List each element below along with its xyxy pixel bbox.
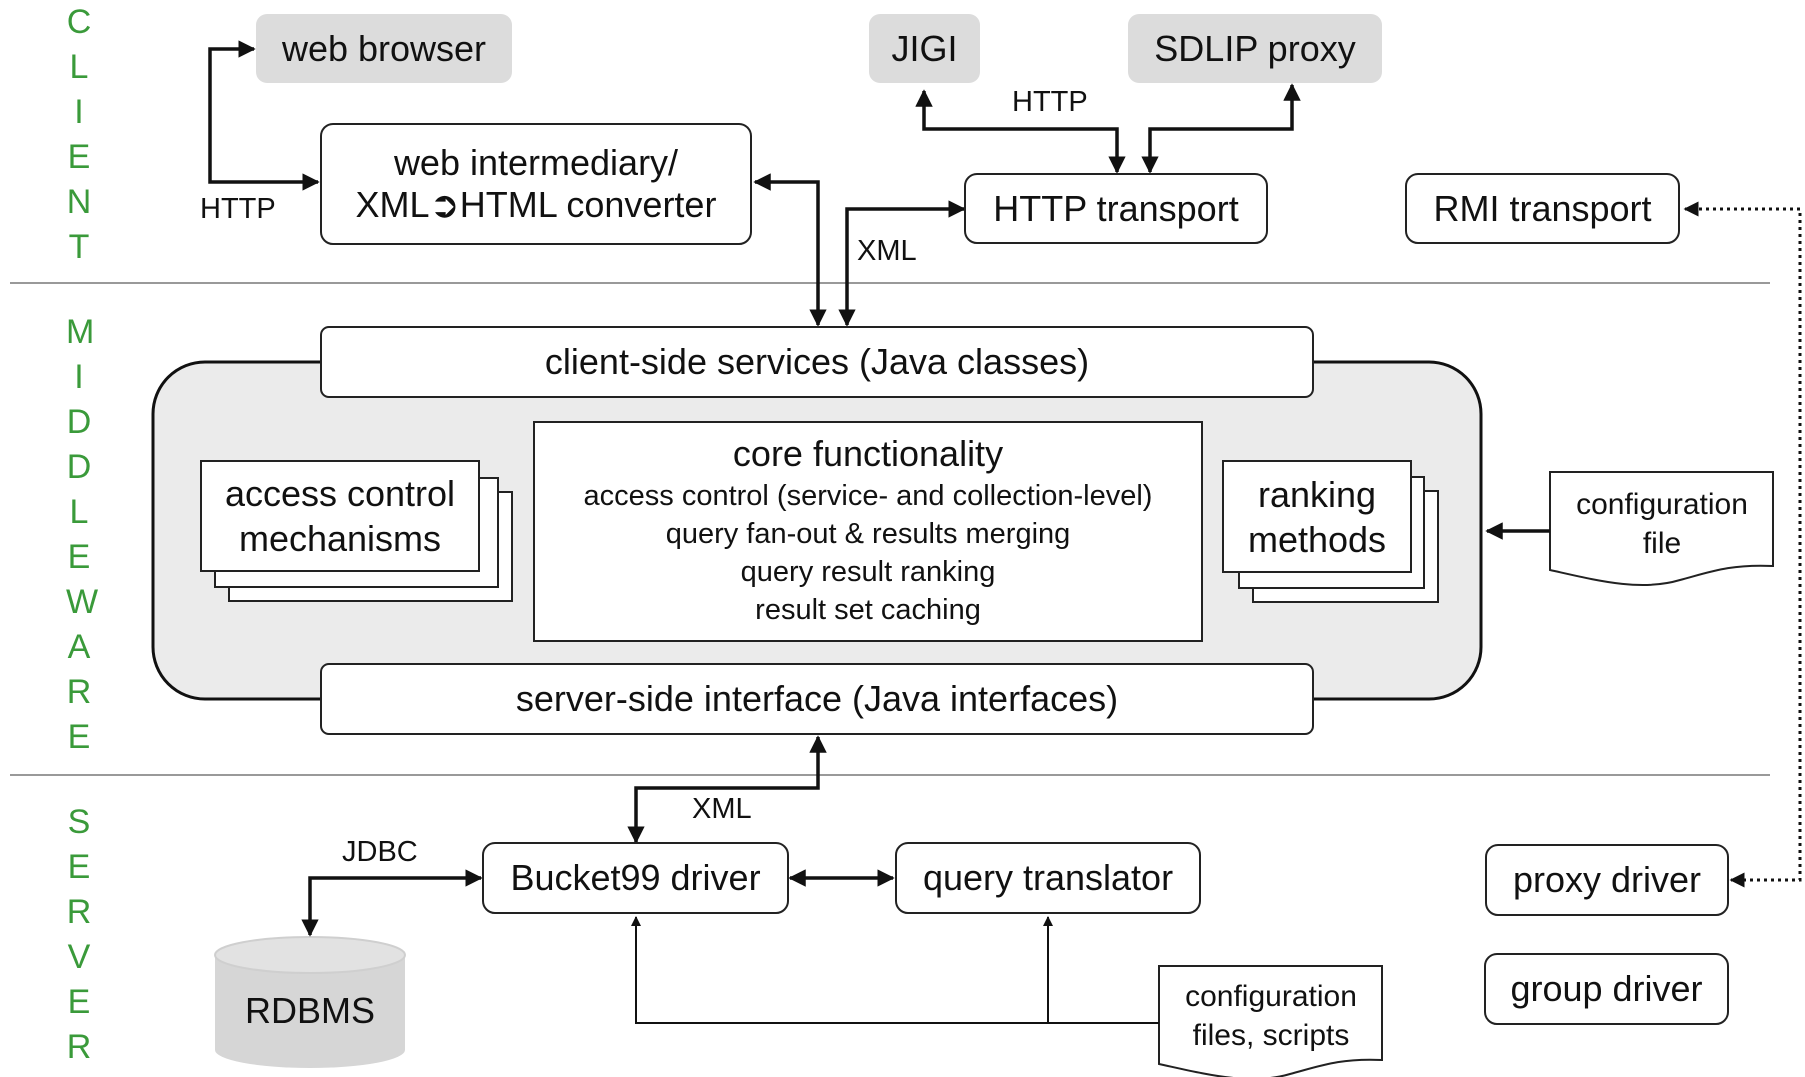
server-side-interface-label: server-side interface (Java interfaces) (515, 678, 1119, 719)
ranking-methods-line-2: methods (1247, 518, 1387, 560)
client-side-services-bar: client-side services (Java classes) (320, 326, 1314, 398)
http-transport-box: HTTP transport (964, 173, 1268, 244)
arrow-rmi-proxy (1683, 201, 1802, 888)
sdlip-proxy-box: SDLIP proxy (1128, 14, 1382, 83)
tier-label-server: SERVER (66, 803, 92, 1066)
proxy-driver-label: proxy driver (1512, 859, 1702, 900)
bucket99-driver-box: Bucket99 driver (482, 842, 789, 914)
jigi-box: JIGI (869, 14, 980, 83)
group-driver-box: group driver (1484, 953, 1729, 1025)
sdlip-proxy-label: SDLIP proxy (1154, 27, 1356, 69)
web-browser-box: web browser (256, 14, 512, 83)
core-item: query fan-out & results merging (665, 518, 1071, 550)
connector-label-xml-server: XML (692, 793, 752, 825)
web-intermediary-line-2: XML➲HTML converter (355, 184, 717, 225)
configuration-file-line-2: file (1642, 527, 1682, 560)
arrow-config-bucket (631, 916, 1159, 1024)
http-transport-label: HTTP transport (993, 187, 1239, 229)
tier-label-middleware: MIDDLEWARE (66, 313, 99, 756)
access-control-line-2: mechanisms (238, 518, 442, 559)
core-functionality-box: core functionality access control (servi… (533, 421, 1203, 642)
bucket99-driver-label: Bucket99 driver (510, 857, 761, 898)
core-item: result set caching (755, 594, 981, 626)
arrow-interface-bucket (627, 735, 827, 844)
access-control-line-1: access control (224, 473, 456, 514)
configuration-file-text: configuration file (1552, 485, 1772, 563)
rmi-transport-box: RMI transport (1405, 173, 1680, 244)
tier-label-client: CLIENT (66, 3, 92, 266)
proxy-driver-box: proxy driver (1485, 844, 1729, 916)
arrow-browser-intermediary (208, 40, 320, 191)
ranking-methods-line-1: ranking (1257, 473, 1377, 515)
query-translator-box: query translator (895, 842, 1201, 914)
arrow-jigi-transport (915, 89, 1126, 174)
arrow-transport-services (838, 200, 966, 327)
arrow-intermediary-services (753, 173, 827, 327)
server-side-interface-bar: server-side interface (Java interfaces) (320, 663, 1314, 735)
configuration-file-line-1: configuration (1576, 488, 1748, 521)
connector-label-jdbc: JDBC (342, 836, 418, 868)
arrow-sdlip-transport (1141, 83, 1301, 174)
configuration-files-line-1: configuration (1185, 980, 1357, 1013)
configuration-files-line-2: files, scripts (1192, 1019, 1350, 1052)
query-translator-label: query translator (922, 857, 1174, 898)
rdbms-cylinder (214, 936, 406, 1068)
connector-label-http-left: HTTP (200, 193, 276, 225)
connector-label-http-top: HTTP (1012, 86, 1088, 118)
core-item: query result ranking (740, 556, 996, 588)
connector-label-xml-client: XML (857, 235, 917, 267)
client-side-services-label: client-side services (Java classes) (544, 341, 1090, 382)
ranking-methods-box: ranking methods (1222, 460, 1412, 573)
group-driver-label: group driver (1510, 968, 1703, 1009)
web-intermediary-box: web intermediary/ XML➲HTML converter (320, 123, 752, 245)
configuration-files-text: configuration files, scripts (1161, 977, 1381, 1055)
web-browser-label: web browser (281, 27, 487, 69)
core-functionality-title: core functionality (732, 433, 1004, 474)
rdbms-label: RDBMS (244, 990, 375, 1031)
core-item: access control (service- and collection-… (583, 480, 1153, 512)
rmi-transport-label: RMI transport (1433, 187, 1652, 229)
web-intermediary-line-1: web intermediary/ (393, 142, 679, 183)
arrow-bucket-rdbms (301, 869, 483, 937)
configuration-files-shape (1158, 965, 1383, 1077)
access-control-box: access control mechanisms (200, 460, 480, 572)
jigi-label: JIGI (891, 27, 958, 69)
